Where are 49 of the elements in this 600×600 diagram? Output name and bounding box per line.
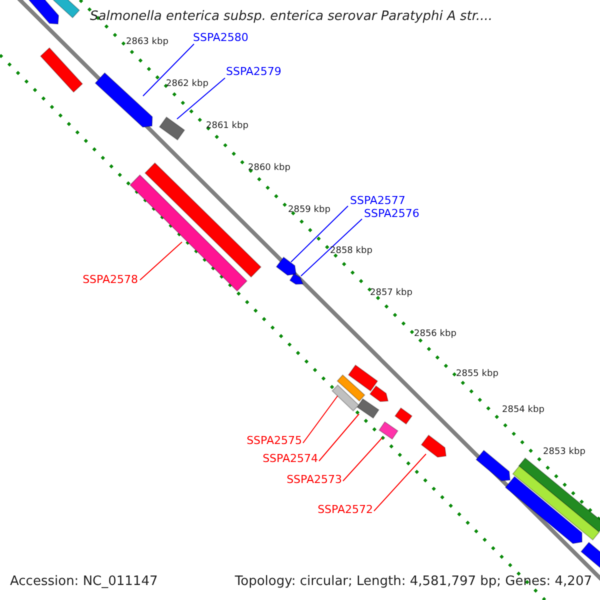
leader-line [342, 438, 382, 482]
gene-label: SSPA2576 [364, 208, 420, 220]
genome-title: Salmonella enterica subsp. enterica serovar Paratyphi A str.... [90, 10, 493, 24]
gene-feature [394, 407, 413, 425]
gene-feature [158, 116, 186, 141]
scale-label: 2855 kbp [456, 370, 498, 380]
gene-label: SSPA2579 [226, 66, 282, 78]
gene-feature [40, 47, 84, 93]
leader-line [318, 414, 360, 462]
gene-label: SSPA2574 [262, 453, 318, 466]
scale-label: 2853 kbp [543, 448, 586, 458]
gene-feature [336, 374, 366, 402]
gene-feature [94, 72, 153, 128]
scale-label: 2854 kbp [502, 406, 544, 416]
scale-label: 2860 kbp [248, 164, 290, 174]
gene-feature [518, 457, 600, 533]
gene-feature [348, 364, 378, 392]
scale-label: 2857 kbp [370, 289, 412, 299]
scale-label: 2859 kbp [288, 206, 330, 216]
gene-feature [332, 384, 360, 412]
leader-line [142, 44, 194, 96]
info-text: Topology: circular; Length: 4,581,797 bp; Genes: 4,207 [234, 575, 592, 590]
gene-feature [289, 272, 304, 285]
gene-feature [378, 421, 398, 440]
gene-label: SSPA2580 [193, 32, 248, 44]
gene-label: SSPA2573 [286, 474, 342, 486]
leader-line [374, 454, 426, 512]
scale-label: 2858 kbp [330, 247, 372, 257]
leader-line [290, 206, 348, 262]
info-text: Accession: NC_011147 [10, 575, 158, 590]
gene-feature [356, 398, 380, 419]
gene-label: SSPA2578 [82, 274, 138, 286]
gene-feature [504, 476, 582, 544]
leader-line [302, 394, 340, 444]
gene-feature [276, 256, 297, 276]
gene-label: SSPA2572 [318, 504, 373, 516]
scale-label: 2856 kbp [414, 330, 456, 340]
gene-feature [476, 450, 511, 482]
gene-label: SSPA2577 [350, 195, 406, 208]
gene-label: SSPA2575 [246, 435, 302, 448]
gene-feature [420, 434, 447, 458]
gene-feature [369, 385, 389, 402]
leader-line [300, 218, 362, 276]
gene-feature [512, 465, 600, 541]
scale-label: 2863 kbp [126, 38, 168, 48]
leader-line [176, 78, 226, 120]
scale-label: 2862 kbp [166, 80, 208, 90]
leader-line [140, 242, 182, 280]
scale-label: 2861 kbp [206, 122, 248, 132]
